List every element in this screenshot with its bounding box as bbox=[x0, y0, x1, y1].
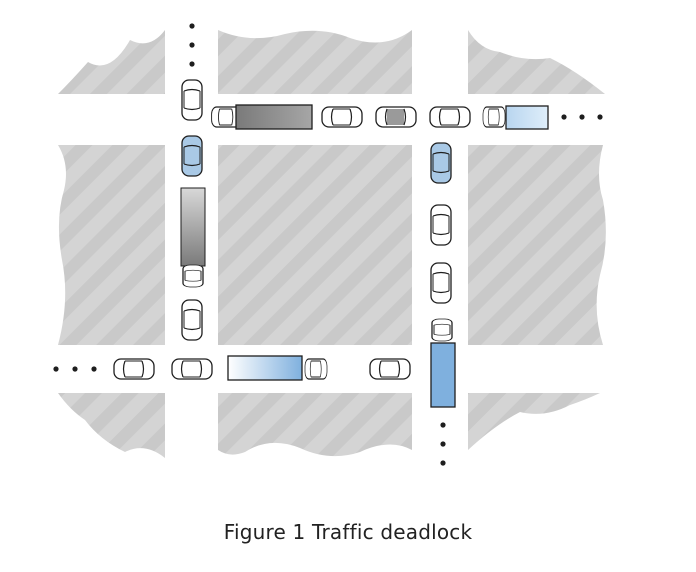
car bbox=[482, 106, 506, 128]
block-top-middle bbox=[218, 30, 412, 94]
blue-car bbox=[430, 142, 452, 184]
car bbox=[431, 318, 453, 342]
car bbox=[181, 299, 203, 341]
city-blocks bbox=[58, 30, 606, 458]
left-street-vehicles bbox=[180, 79, 206, 341]
car bbox=[429, 106, 471, 128]
car bbox=[182, 264, 204, 288]
queue-dots-bottom bbox=[440, 422, 446, 466]
block-bottom-middle bbox=[218, 393, 412, 457]
blue-car bbox=[181, 135, 203, 177]
queue-dots-left bbox=[53, 366, 97, 372]
car bbox=[171, 358, 213, 380]
car bbox=[430, 262, 452, 304]
block-bottom-left bbox=[58, 393, 165, 458]
top-street-vehicles bbox=[210, 104, 549, 130]
block-bottom-right bbox=[468, 393, 600, 450]
car bbox=[113, 358, 155, 380]
right-street-vehicles bbox=[430, 142, 456, 408]
queue-dots-top bbox=[189, 23, 195, 67]
block-top-left bbox=[58, 30, 165, 94]
car bbox=[304, 358, 328, 380]
block-top-right bbox=[468, 30, 605, 94]
car bbox=[430, 204, 452, 246]
blue-truck bbox=[505, 105, 549, 130]
car bbox=[321, 106, 363, 128]
intersection-diagram bbox=[53, 23, 606, 466]
figure-caption: Figure 1 Traffic deadlock bbox=[223, 520, 473, 544]
gray-car bbox=[375, 106, 417, 128]
block-middle-center bbox=[218, 145, 412, 345]
blue-truck-vertical bbox=[430, 342, 456, 408]
car bbox=[369, 358, 411, 380]
gray-truck-vertical bbox=[180, 187, 206, 267]
gray-truck bbox=[235, 104, 313, 130]
car bbox=[181, 79, 203, 121]
bottom-street-vehicles bbox=[113, 355, 411, 381]
block-middle-right bbox=[468, 145, 606, 345]
blue-truck bbox=[227, 355, 303, 381]
queue-dots-right bbox=[561, 114, 603, 120]
block-middle-left bbox=[58, 145, 165, 345]
